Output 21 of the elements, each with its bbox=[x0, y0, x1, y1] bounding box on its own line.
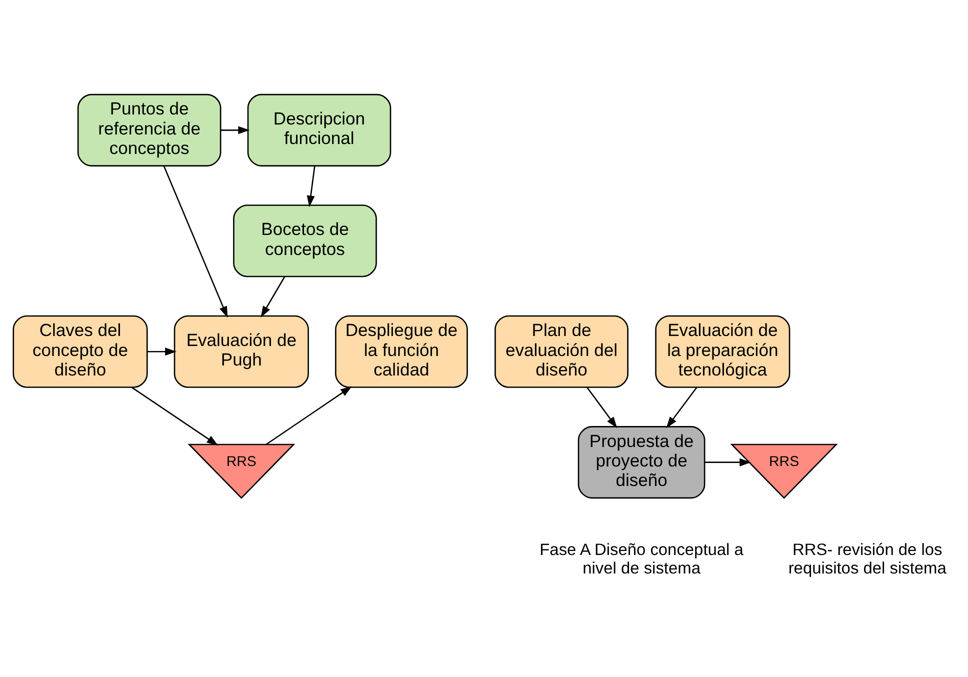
node-box: Despliegue de la función calidad bbox=[334, 314, 468, 388]
arrow bbox=[162, 165, 228, 318]
node-box: Claves del concepto de diseño bbox=[12, 314, 148, 388]
arrow bbox=[265, 386, 352, 445]
arrow bbox=[130, 386, 218, 446]
node-box: Descripcion funcional bbox=[246, 93, 391, 166]
arrow bbox=[220, 126, 250, 134]
node-box: Bocetos de conceptos bbox=[232, 204, 376, 277]
node-box: Propuesta de proyecto de diseño bbox=[577, 426, 705, 498]
label: Fase A Diseño conceptual a nivel de sistema bbox=[539, 540, 743, 578]
node-box: Evaluación de la preparación tecnológica bbox=[654, 314, 790, 388]
arrow bbox=[306, 165, 315, 207]
arrow bbox=[666, 386, 697, 428]
node-box: Evaluación de Pugh bbox=[173, 314, 308, 388]
arrow bbox=[260, 276, 285, 318]
arrow bbox=[586, 386, 617, 428]
node-box: Puntos de referencia de conceptos bbox=[76, 93, 221, 166]
arrow bbox=[704, 458, 751, 466]
arrow bbox=[146, 347, 176, 356]
node-box: Plan de evaluación del diseño bbox=[494, 314, 628, 388]
label: RRS- revisión de los requisitos del sistema bbox=[788, 540, 946, 578]
